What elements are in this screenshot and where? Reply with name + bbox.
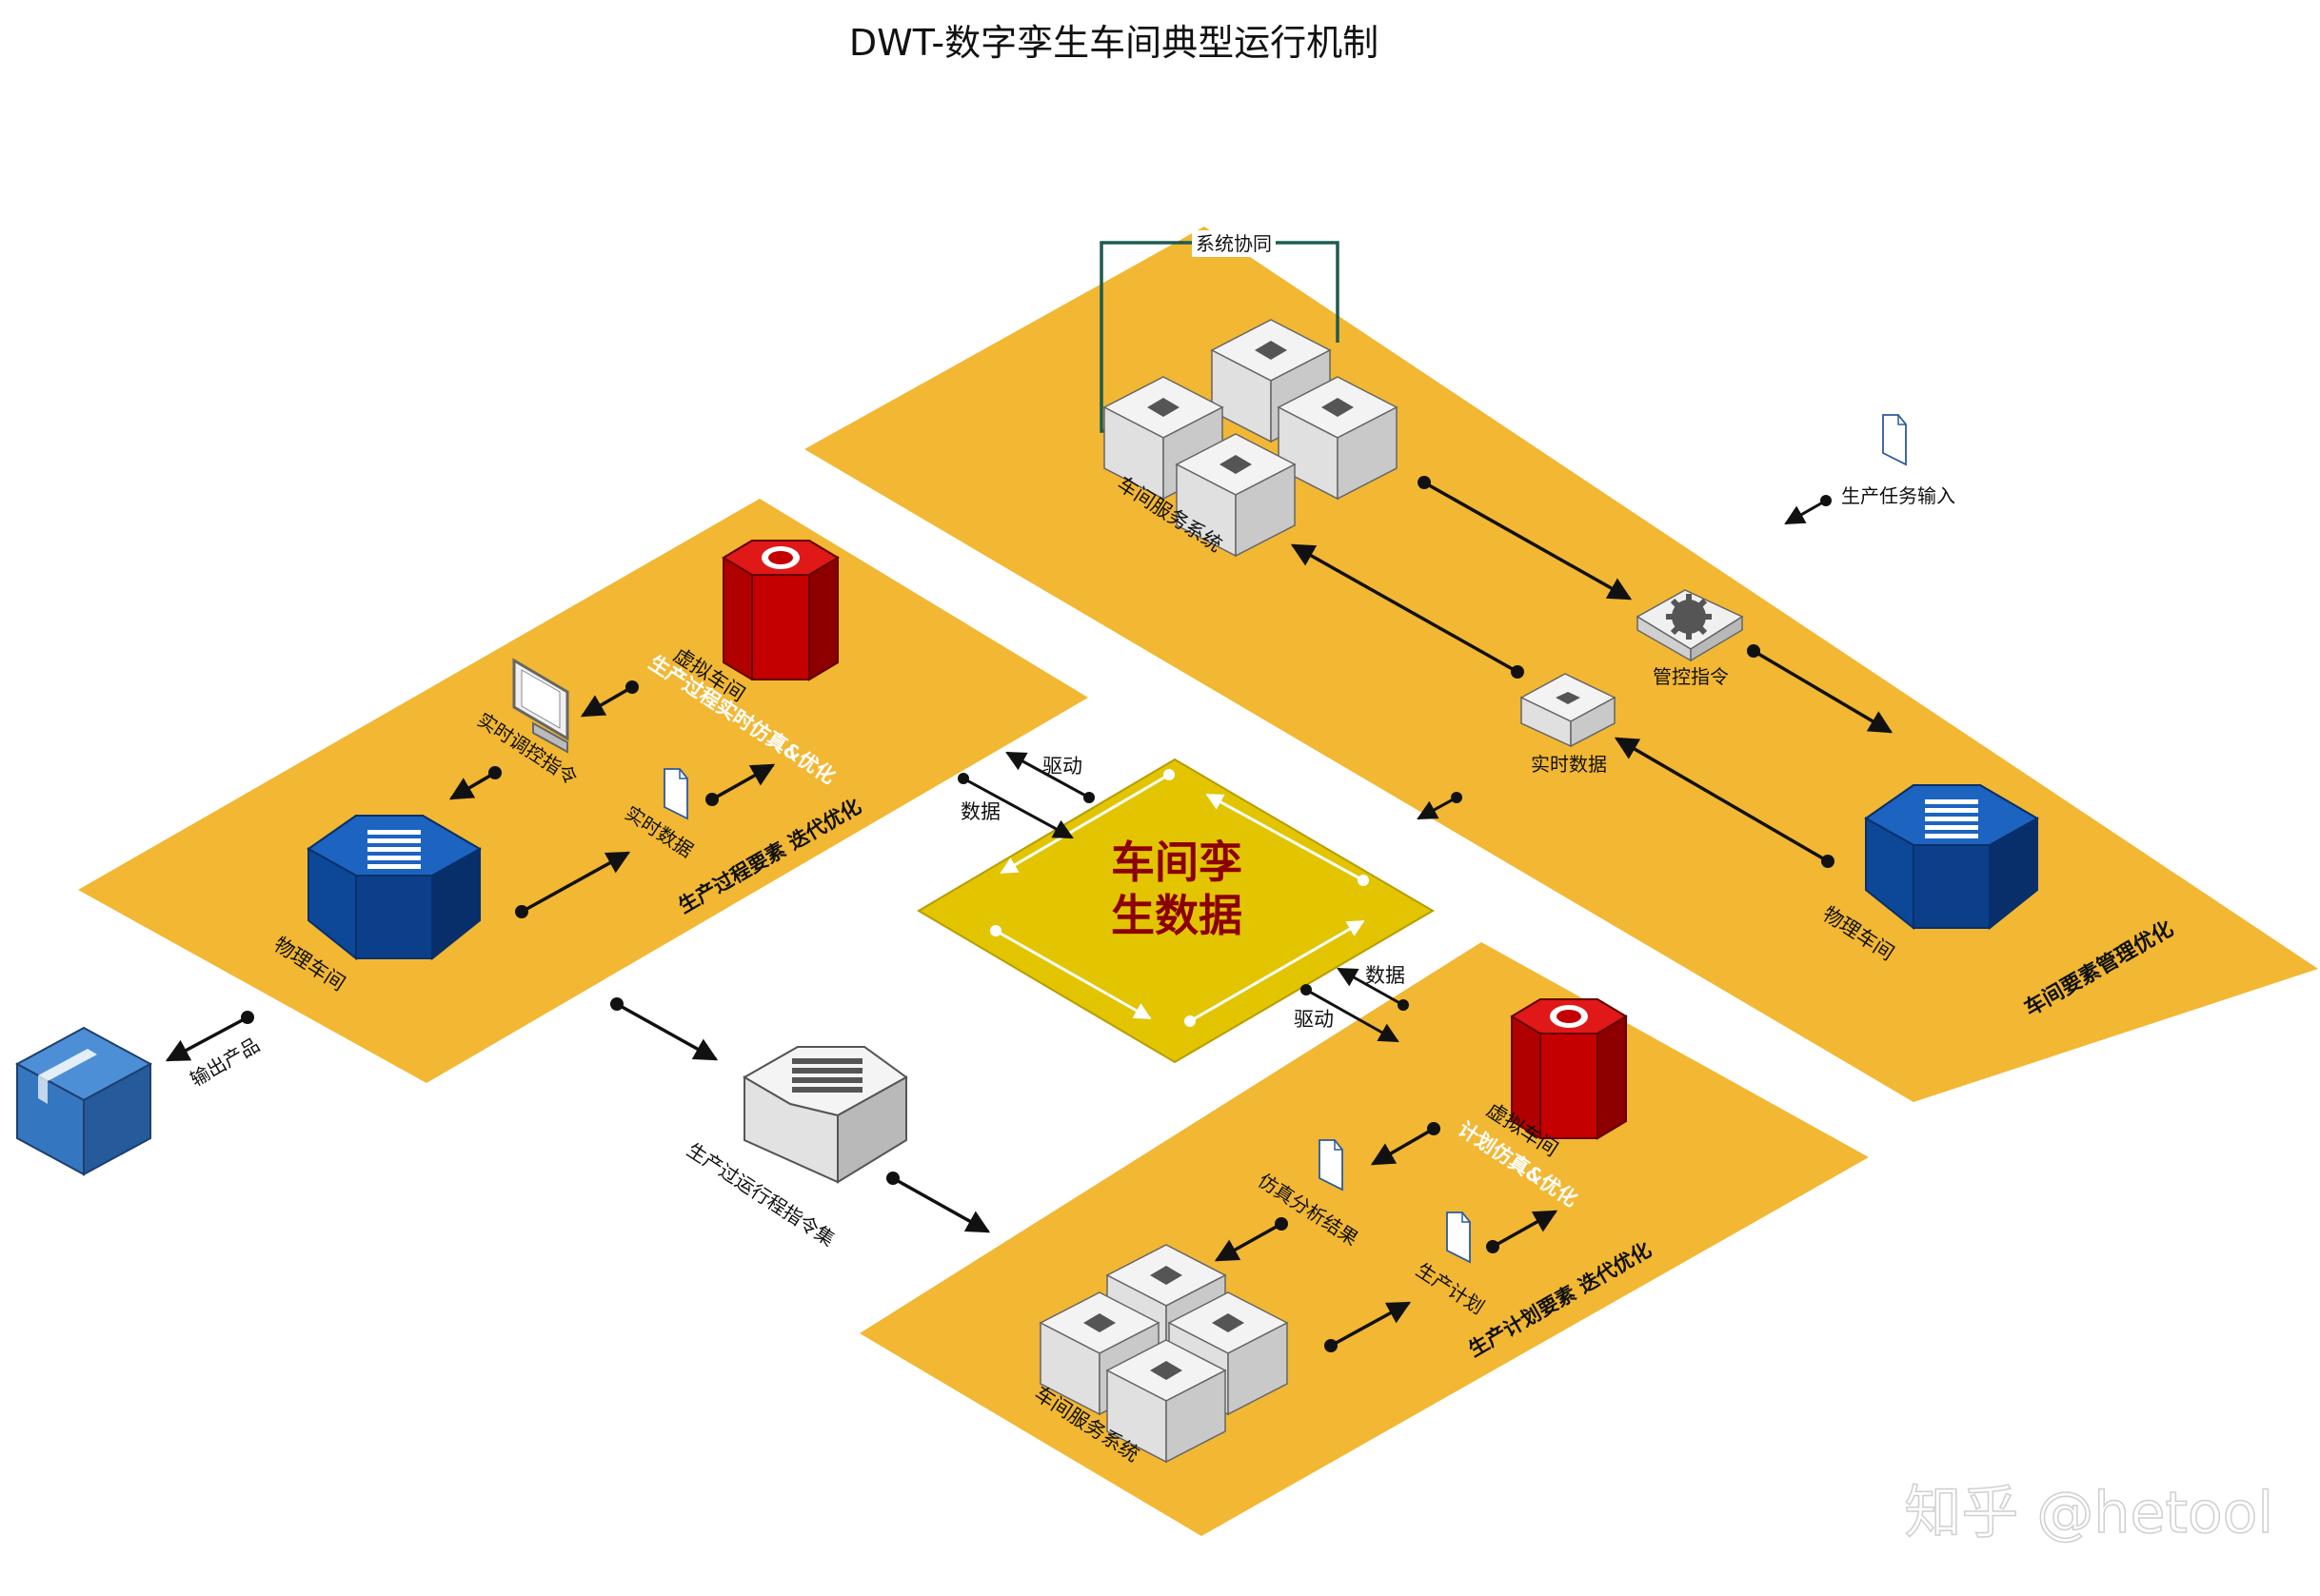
physical-shop-server-left [307, 815, 481, 959]
virtual-to-result-arrow [1370, 1122, 1440, 1166]
doc-to-virtual-arrow [705, 763, 776, 806]
data-label-top: 数据 [961, 800, 1001, 823]
virtual-to-monitor-arrow [580, 680, 639, 718]
top-to-center-arrow [1417, 792, 1462, 820]
realtime-to-service-arrow [1290, 543, 1524, 679]
virtual-shop-server-bottom [1511, 998, 1627, 1139]
instruction-set-server-icon [743, 1046, 908, 1184]
instruction-to-bottom-arrow [886, 1172, 991, 1233]
drive-label-bottom: 驱动 [1294, 1008, 1334, 1031]
data-arrow-top [958, 773, 1074, 839]
monitor-to-physical-arrow [448, 766, 502, 800]
physical-to-doc-arrow [515, 851, 631, 918]
monitor-icon [512, 658, 569, 754]
result-to-service-arrow [1214, 1217, 1288, 1262]
control-to-physical-arrow [1747, 644, 1894, 734]
product-box-icon [14, 1026, 153, 1176]
drive-label-top: 驱动 [1042, 755, 1082, 778]
plan-to-virtual-arrow [1486, 1210, 1558, 1253]
service-to-control-arrow [1418, 476, 1633, 601]
realtime-data-box-icon [1519, 673, 1616, 748]
output-product-arrow [165, 1011, 254, 1062]
center-data-arrows [990, 769, 1369, 1027]
physical-shop-server-top [1865, 784, 2038, 929]
output-product-label: 输出产品 [187, 1034, 264, 1092]
center-title-line1: 车间孪 [1111, 837, 1242, 888]
task-input-doc-icon [1882, 414, 1907, 465]
control-cmd-label: 管控指令 [1653, 665, 1729, 688]
task-input-arrow [1784, 495, 1832, 525]
gear-icon [1636, 589, 1744, 662]
left-panel [78, 499, 1088, 1083]
sync-label: 系统协同 [1196, 232, 1272, 255]
center-title-line2: 生数据 [1111, 890, 1242, 941]
sync-label-bg [1192, 230, 1276, 257]
data-label-bottom: 数据 [1365, 964, 1405, 987]
physical-to-instruction-arrow [610, 997, 719, 1061]
virtual-shop-server-left [723, 540, 839, 680]
task-input-label: 生产任务输入 [1841, 484, 1955, 507]
bottom-panel [860, 942, 1869, 1536]
page-title: DWT-数字孪生车间典型运行机制 [849, 22, 1378, 64]
watermark: 知乎 @hetool [1904, 1480, 2273, 1547]
drive-arrow-bottom [1300, 984, 1399, 1043]
service-to-plan-arrow [1324, 1301, 1412, 1352]
physical-to-realtime-arrow [1614, 737, 1834, 868]
realtime-data-label-top: 实时数据 [1531, 753, 1607, 776]
